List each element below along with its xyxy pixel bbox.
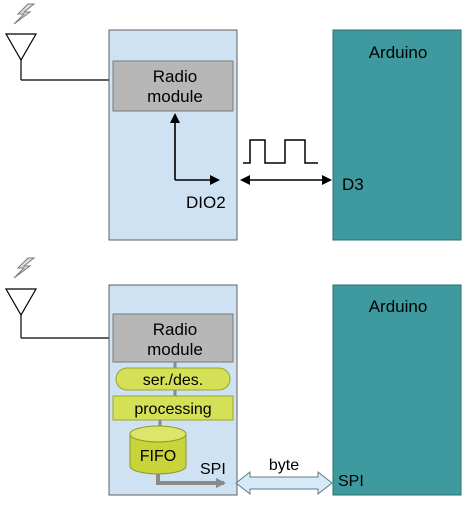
serdes-block — [115, 367, 231, 391]
lightning-icon — [13, 3, 36, 25]
bottom-radio-label-1: Radio — [153, 320, 197, 339]
serdes-label: ser./des. — [143, 372, 203, 389]
bottom-arduino-label: Arduino — [369, 297, 428, 316]
byte-transfer-arrow — [235, 470, 333, 496]
spi-left-label: SPI — [200, 461, 226, 478]
bottom-antenna-icon — [4, 257, 113, 339]
spi-right-label: SPI — [338, 473, 364, 490]
fifo-label: FIFO — [140, 448, 176, 465]
top-radio-label-1: Radio — [153, 67, 197, 86]
d3-label: D3 — [342, 175, 364, 194]
fifo-cylinder: FIFO — [129, 425, 187, 475]
top-arduino-box — [332, 29, 462, 241]
processing-block — [112, 395, 234, 421]
top-antenna-icon — [4, 3, 113, 81]
byte-label: byte — [269, 457, 299, 474]
lightning-icon — [13, 257, 36, 279]
top-arduino-label: Arduino — [369, 43, 428, 62]
processing-label: processing — [134, 401, 211, 418]
bottom-radio-module — [112, 313, 234, 363]
square-wave — [243, 139, 318, 164]
bottom-radio-label-2: module — [147, 340, 203, 359]
fifo-to-spi-arrow — [156, 474, 226, 488]
top-radio-module — [112, 60, 234, 112]
bottom-arduino-box — [332, 284, 462, 496]
dio2-label: DIO2 — [186, 193, 226, 212]
top-radio-label-2: module — [147, 87, 203, 106]
